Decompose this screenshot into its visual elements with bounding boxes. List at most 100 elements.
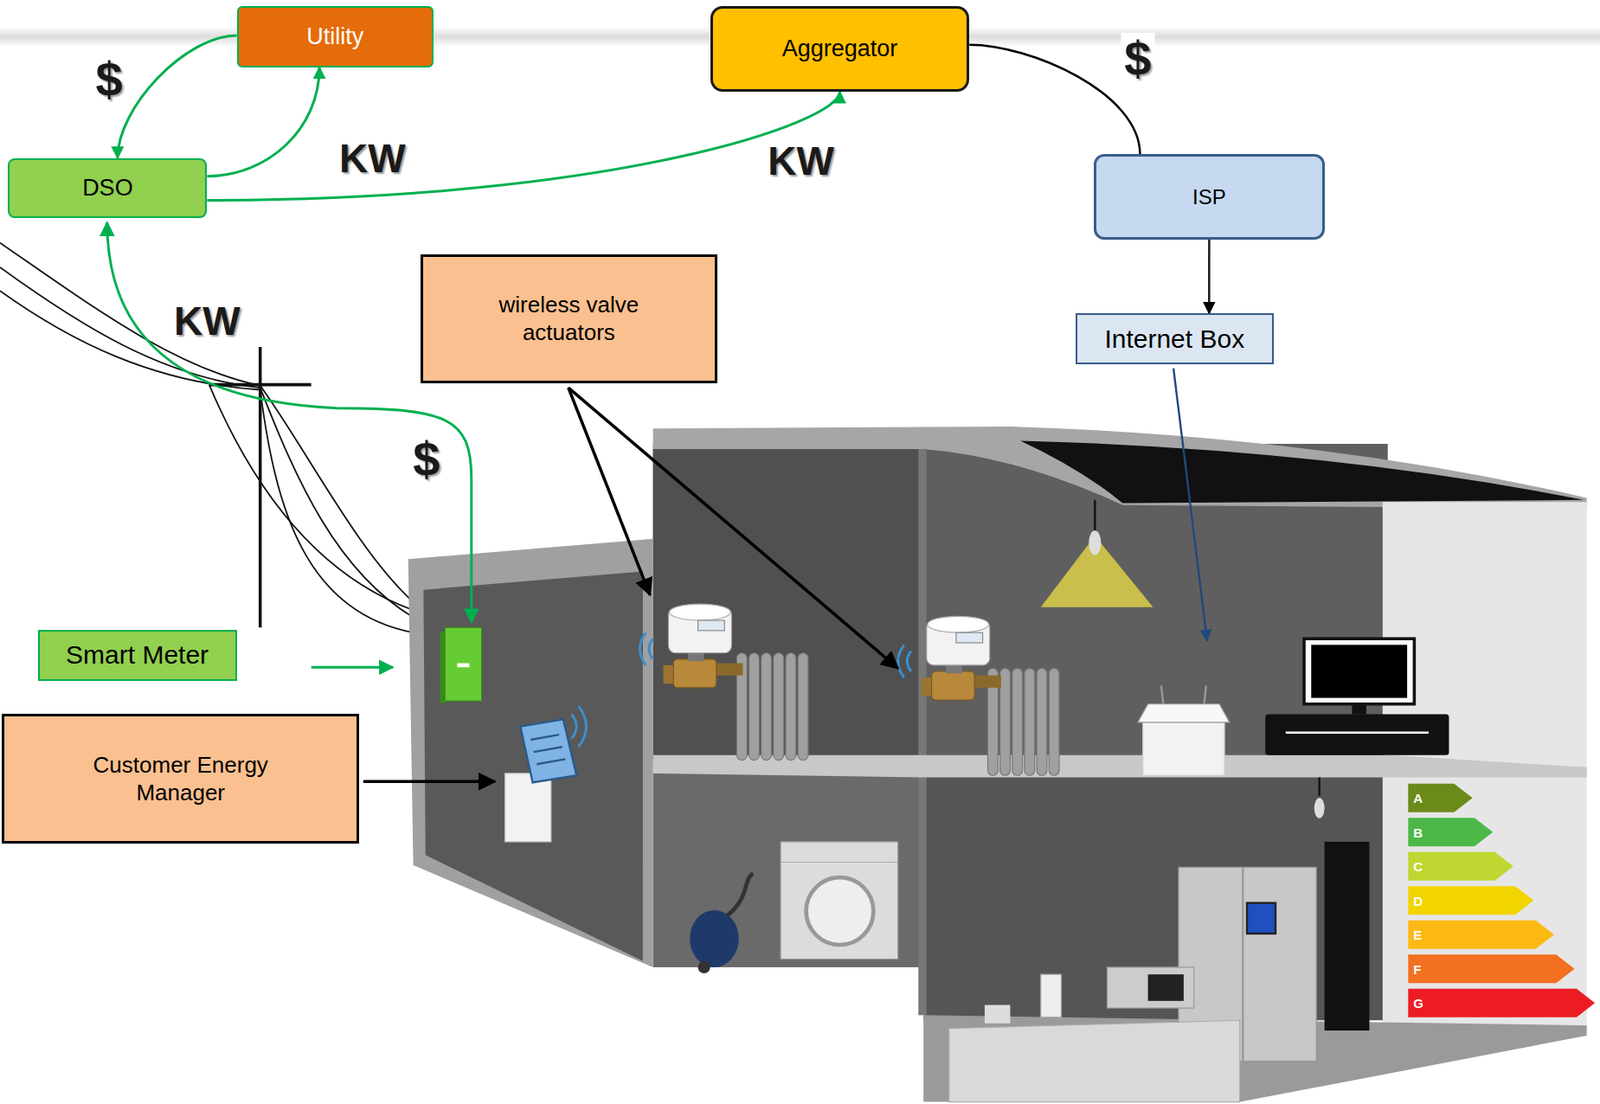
flow-symbol: $ xyxy=(92,53,127,106)
illustration-part xyxy=(1407,920,1555,950)
rating-letter: C xyxy=(1413,860,1423,874)
energy-rating-bars xyxy=(1407,783,1595,1018)
illustration-part xyxy=(806,877,874,945)
illustration-part xyxy=(1407,954,1575,984)
flow-symbol: $ xyxy=(1120,32,1155,85)
box-text: Aggregator xyxy=(782,34,899,65)
illustration-part xyxy=(107,222,472,623)
illustration-part xyxy=(1285,732,1429,734)
illustration-part xyxy=(726,873,754,917)
box-text: DSO xyxy=(82,173,134,204)
illustration-part xyxy=(363,780,495,784)
illustration-part xyxy=(1148,974,1184,1002)
illustration-part xyxy=(578,706,587,747)
radiator xyxy=(736,653,1060,777)
internet-box-label: Internet Box xyxy=(1075,313,1274,365)
illustration-part xyxy=(568,387,899,669)
illustration-part xyxy=(260,385,414,603)
box-text: Internet Box xyxy=(1104,322,1245,356)
illustration-part xyxy=(898,644,905,678)
illustration-part xyxy=(0,267,261,388)
power-lines xyxy=(0,243,414,633)
rating-letter: A xyxy=(1413,791,1423,805)
illustration-part xyxy=(949,1020,1241,1102)
illustration-part xyxy=(520,719,577,783)
router xyxy=(1137,685,1230,776)
rating-letter: B xyxy=(1413,825,1423,839)
illustration-part xyxy=(1093,500,1096,531)
illustration-part xyxy=(773,653,784,761)
illustration-part xyxy=(0,243,261,386)
illustration-part xyxy=(761,653,772,761)
flow-symbol: $ xyxy=(409,433,444,486)
illustration-part xyxy=(1314,797,1325,819)
rating-letter: G xyxy=(1413,996,1424,1010)
illustration-part xyxy=(984,1005,1010,1024)
illustration-part xyxy=(1241,867,1244,1061)
valve-actuator xyxy=(662,604,743,688)
illustration-part xyxy=(1351,704,1367,715)
illustration-part xyxy=(1000,668,1011,776)
illustration-part xyxy=(780,861,899,863)
smart-meter-device xyxy=(439,627,482,703)
annex-wall xyxy=(408,539,654,968)
rating-letter: D xyxy=(1413,893,1423,907)
connector xyxy=(206,91,840,200)
illustration-part xyxy=(568,387,650,595)
energy-manager-device xyxy=(505,719,578,842)
illustration-part xyxy=(1407,852,1513,881)
utility-box: Utility xyxy=(237,6,435,68)
illustration-part xyxy=(209,383,312,387)
illustration-part xyxy=(456,663,470,669)
illustration-part xyxy=(1407,783,1472,813)
kitchen-counter xyxy=(949,967,1241,1103)
illustration-part xyxy=(1203,685,1206,704)
connector xyxy=(969,44,1140,155)
illustration-part xyxy=(1173,368,1208,642)
illustration-part xyxy=(1036,668,1048,776)
illustration-part xyxy=(785,653,797,761)
illustration-part xyxy=(1012,668,1023,776)
illustration-part xyxy=(1048,668,1060,776)
illustration-part xyxy=(536,758,566,765)
aggregator-box: Aggregator xyxy=(710,6,971,92)
lower-left-room xyxy=(653,773,924,968)
illustration-part xyxy=(689,910,739,968)
door xyxy=(1324,841,1370,1031)
lamp xyxy=(1040,500,1325,819)
box-text: ISP xyxy=(1192,184,1227,211)
inner-wall xyxy=(918,449,926,1016)
leader-lines xyxy=(107,222,1208,782)
flow-symbol: KW xyxy=(764,139,838,183)
rating-letter: E xyxy=(1413,928,1422,942)
washing-machine xyxy=(780,841,899,960)
flow-symbol: KW xyxy=(170,299,245,343)
illustration-part xyxy=(505,773,552,842)
callout-box: wireless valve actuators xyxy=(420,254,718,385)
illustration-part xyxy=(533,746,563,752)
illustration-part xyxy=(648,638,654,660)
annex-inner xyxy=(423,571,643,961)
box-text: wireless valve actuators xyxy=(464,290,673,347)
illustration-part xyxy=(639,632,646,666)
illustration-part xyxy=(258,346,263,628)
illustration-part xyxy=(1137,704,1230,723)
box-text: Smart Meter xyxy=(65,638,209,672)
illustration-part xyxy=(1318,777,1321,797)
illustration-part xyxy=(444,627,482,701)
connector xyxy=(206,67,320,177)
illustration-part xyxy=(1407,817,1493,847)
callout-box: Customer Energy Manager xyxy=(1,713,360,844)
smart-meter-label: Smart Meter xyxy=(38,629,238,682)
dso-box: DSO xyxy=(7,158,207,219)
illustration-part xyxy=(1265,713,1449,755)
illustration-part xyxy=(571,713,577,739)
illustration-part xyxy=(1407,989,1595,1018)
illustration-part xyxy=(1161,685,1164,704)
flow-symbol: KW xyxy=(335,136,410,180)
illustration-part xyxy=(1310,644,1408,698)
illustration-part xyxy=(1304,638,1414,704)
connector xyxy=(117,35,238,159)
connector xyxy=(1208,239,1211,314)
